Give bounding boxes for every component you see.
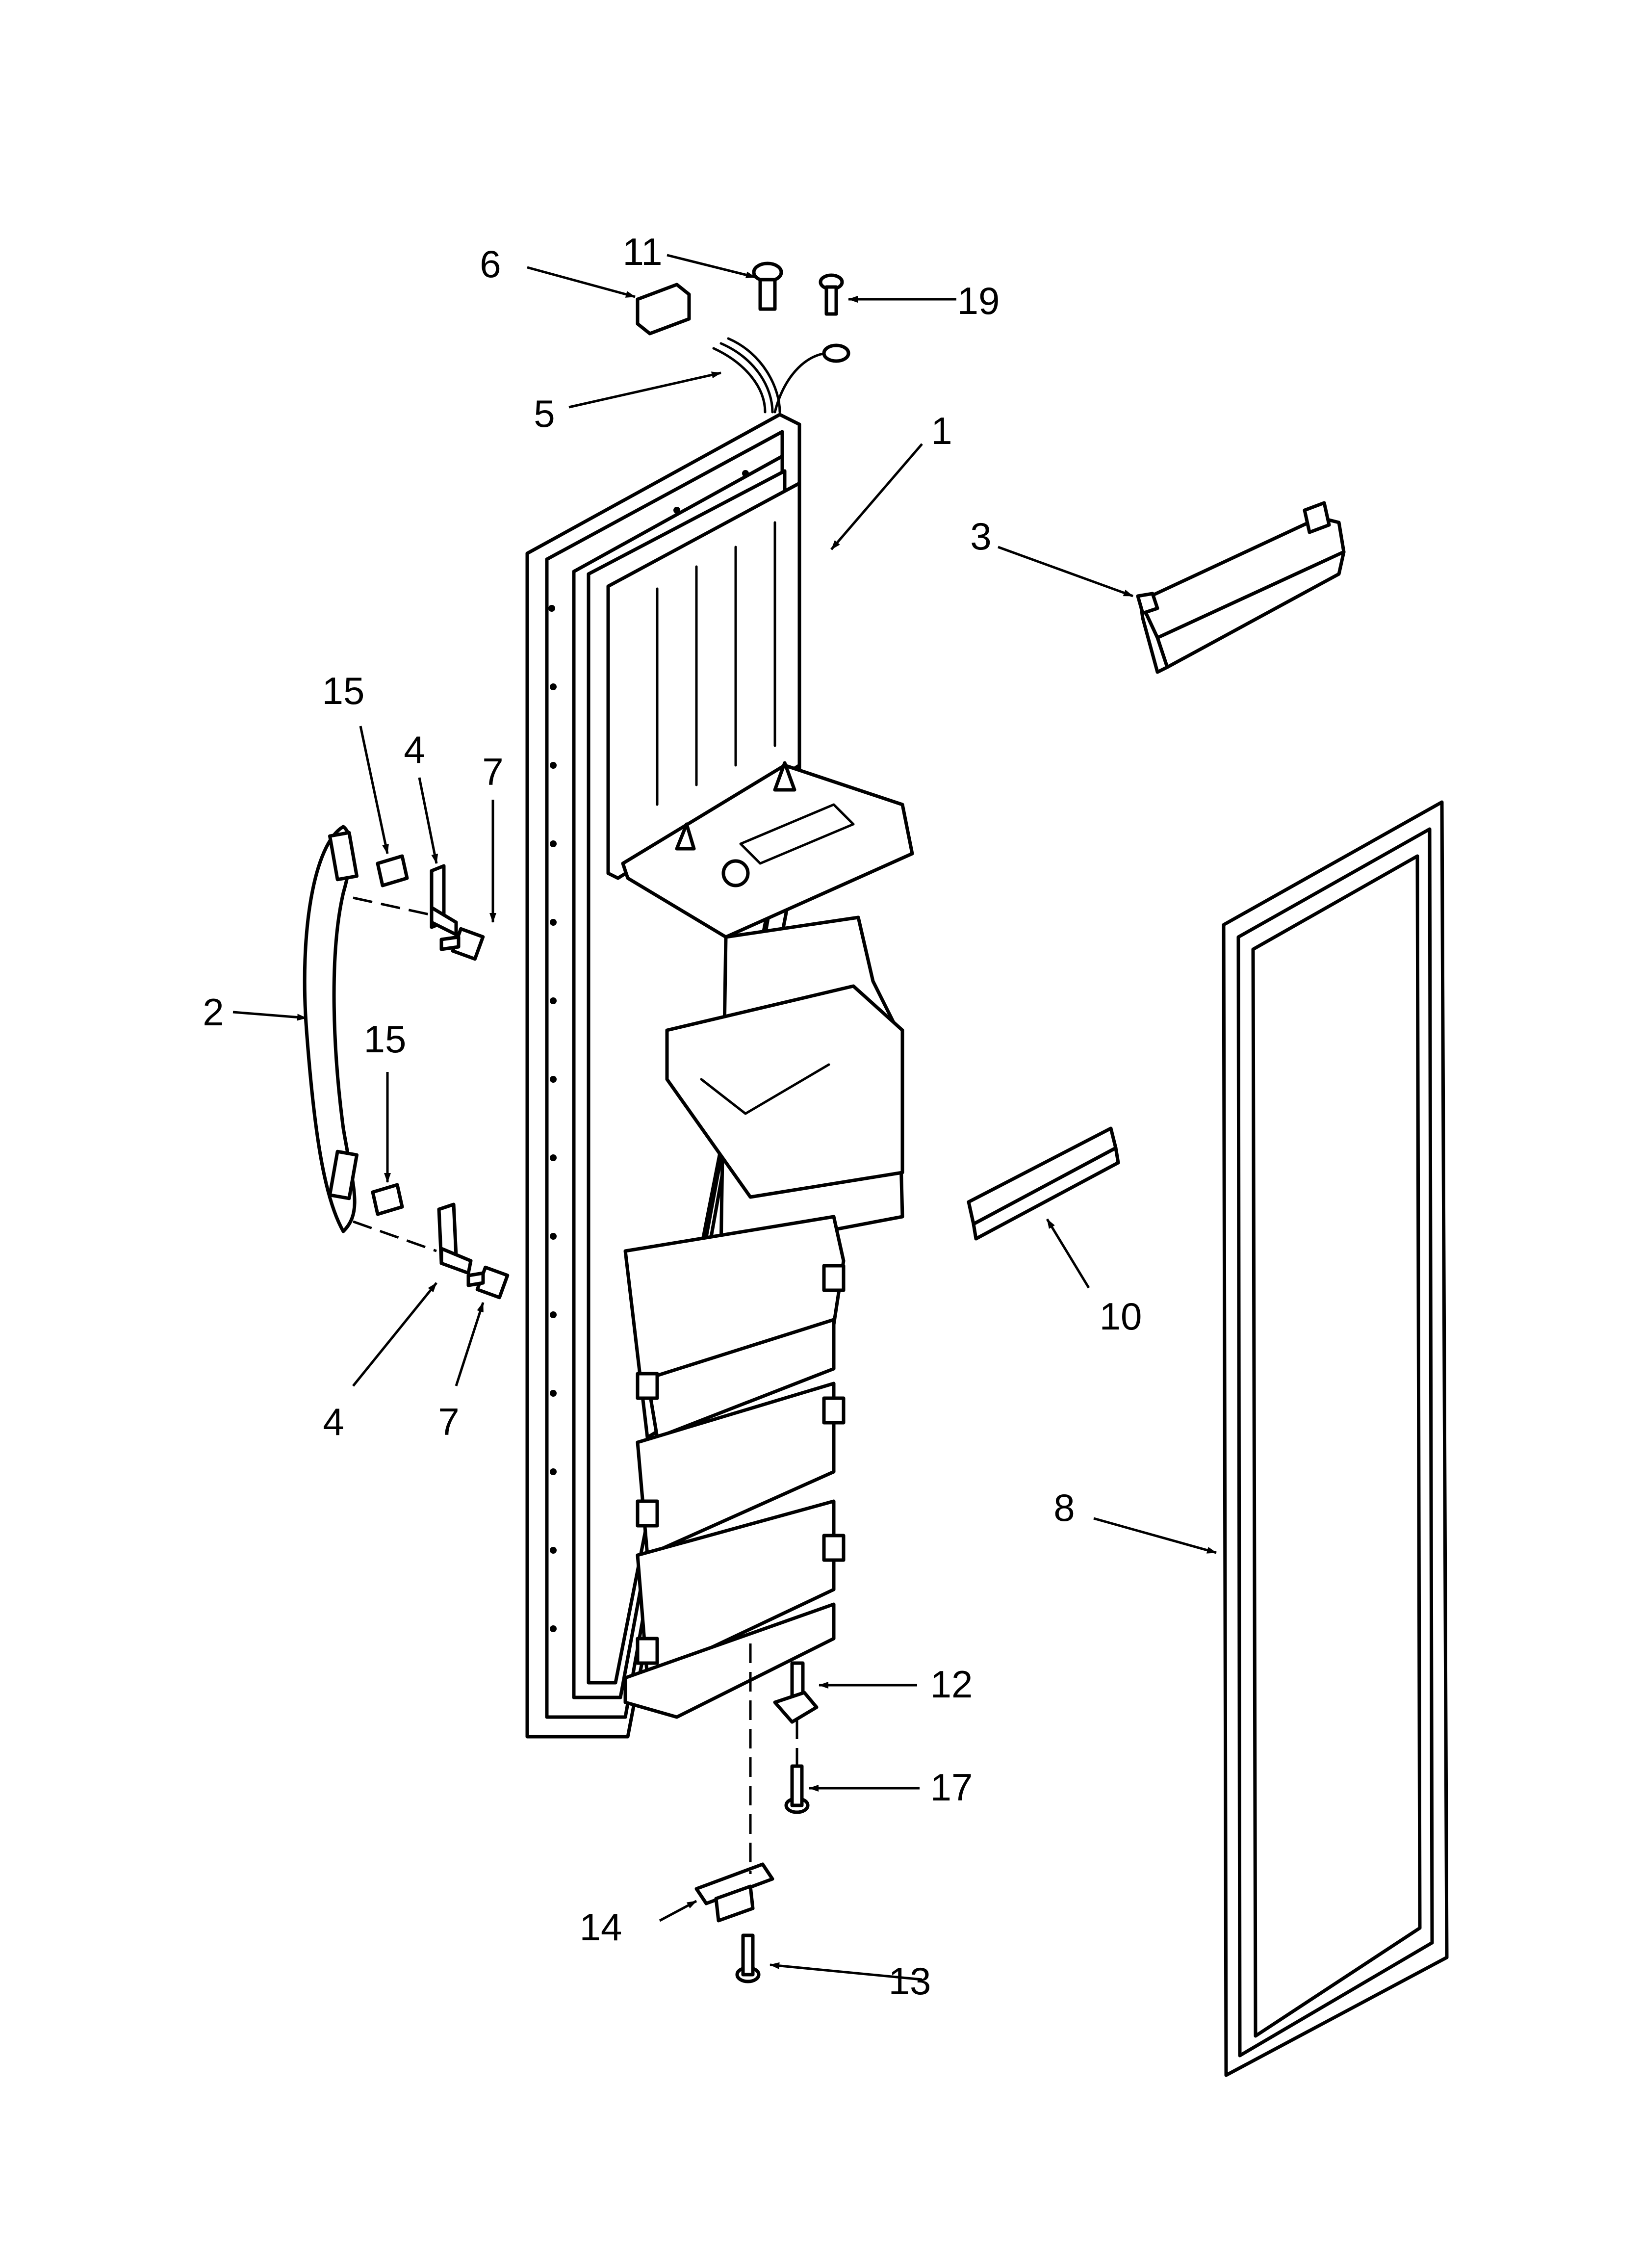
hinge-screw-17 <box>784 1764 810 1814</box>
callout-15-lower: 15 <box>364 1017 407 1061</box>
upper-handle-hardware <box>353 854 485 961</box>
trim-strip-part <box>967 1126 1120 1241</box>
lower-handle-hardware <box>353 1183 510 1300</box>
freezer-door-part <box>525 413 914 1739</box>
callout-6: 6 <box>480 242 501 286</box>
callout-2: 2 <box>203 991 224 1034</box>
callout-15-upper: 15 <box>322 669 365 712</box>
light-switch-part <box>752 261 783 311</box>
callout-7-upper: 7 <box>482 750 503 793</box>
callout-14: 14 <box>580 1905 622 1949</box>
connector-part <box>636 283 691 336</box>
wire-harness-part <box>712 337 850 414</box>
callout-8: 8 <box>1053 1486 1075 1529</box>
callout-4-upper: 4 <box>404 728 425 771</box>
callout-10: 10 <box>1100 1295 1142 1338</box>
callout-11: 11 <box>623 230 663 273</box>
hinge-pin-part <box>773 1661 819 1724</box>
callout-4-lower: 4 <box>323 1400 344 1443</box>
callout-3: 3 <box>970 515 991 558</box>
bottom-hinge-part <box>694 1862 774 1923</box>
callout-12: 12 <box>930 1663 973 1706</box>
door-frame-holes <box>548 470 749 1632</box>
shelf-bar-part <box>1136 501 1346 674</box>
callout-13: 13 <box>889 1959 931 2003</box>
callout-7-lower: 7 <box>438 1400 459 1443</box>
leader-lines <box>232 254 1217 1981</box>
top-screw-part <box>819 273 844 316</box>
callout-19: 19 <box>957 279 1000 322</box>
hinge-screw-13 <box>735 1933 761 1983</box>
door-gasket-part <box>1222 800 1449 2077</box>
callout-labels: 1 2 3 4 4 5 6 7 7 8 10 11 12 13 14 15 15… <box>203 230 1142 2003</box>
shelf-clips <box>636 1264 846 1665</box>
callout-17: 17 <box>930 1766 973 1809</box>
door-handle-part <box>303 825 359 1233</box>
callout-1: 1 <box>931 409 952 452</box>
callout-5: 5 <box>534 392 555 435</box>
